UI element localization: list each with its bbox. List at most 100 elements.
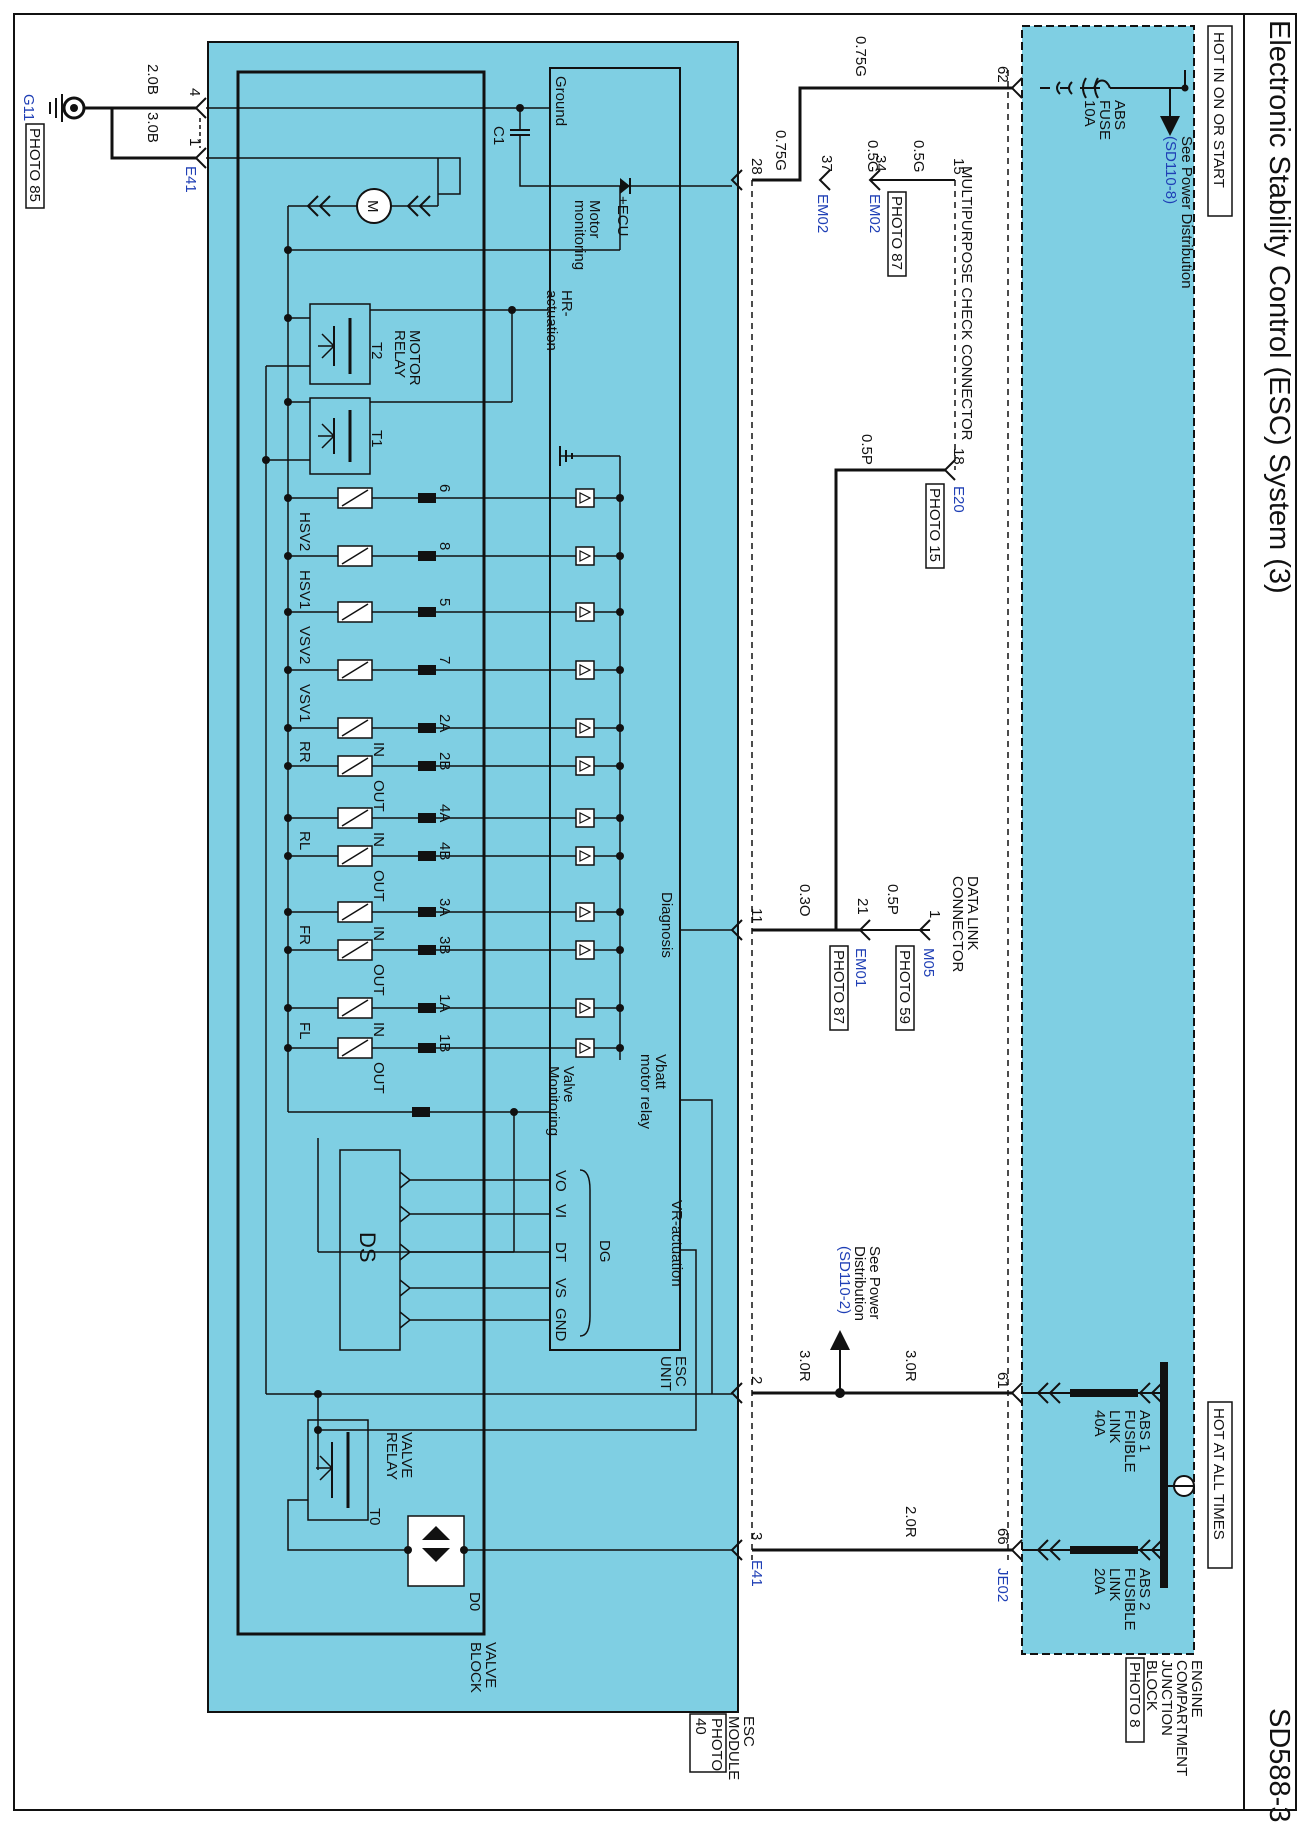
valve-pin-label: 6 [436,484,453,492]
junction-block-label-2: COMPARTMENT [1173,1660,1190,1776]
wire-label-30r-a: 3.0R [796,1350,813,1382]
valve-name-label: IN [370,832,387,847]
capacitor-c1-label: C1 [490,126,507,145]
ds-signal-lines [399,1171,550,1329]
diode-d0-icon [422,1526,450,1562]
esc-unit-label: ESC [672,1356,689,1387]
valve-name-label: VSV1 [296,684,313,722]
connector-terminal-icon [418,813,436,823]
wire-075g [752,86,1012,182]
wheel-label: RR [296,741,313,763]
e20-label: E20 [950,486,967,513]
em02-label: EM02 [814,194,831,233]
pin-4-terminal [194,97,207,119]
esc-module-photo-number: 40 [692,1718,709,1735]
connector-terminal-icon [418,1043,436,1053]
diagnosis-label: Diagnosis [658,892,675,958]
hot-on-start-label: HOT IN ON OR START [1210,32,1227,188]
valve-name-label: IN [370,926,387,941]
esc-module-label: ESC [740,1716,757,1747]
pin-1-m05-terminal [918,919,931,941]
valve-relay-t0 [307,1419,369,1521]
ds-signal-line [399,1205,550,1223]
valve-block-label-2: BLOCK [467,1642,484,1693]
dg-pin-gnd: GND [552,1308,569,1342]
wire-label-03o: 0.3O [796,884,813,917]
wire-label-20b: 2.0B [144,64,161,95]
motor-monitoring-label: Motor [586,200,603,238]
valve-name-label: OUT [370,870,387,902]
data-link-label-2: CONNECTOR [949,876,966,973]
esc-module [207,41,739,1713]
vbatt-label-2: motor relay [637,1054,654,1130]
abs-fuse-rating: 10A [1081,100,1098,127]
junction-block-label-1: ENGINE [1188,1660,1205,1718]
valve-pin-label: 2B [436,752,453,770]
connector-terminal-icon [418,665,436,675]
valve-pin-label: 4B [436,842,453,860]
dg-pin-vs: VS [552,1278,569,1298]
connector-terminal-icon [418,607,436,617]
esc-unit [549,67,681,1351]
wire-label-20r: 2.0R [902,1506,919,1538]
valve-name-label: OUT [370,780,387,812]
valve-name-label: HSV1 [296,570,313,609]
multipurpose-check-connector-label: MULTIPURPOSE CHECK CONNECTOR [958,166,975,441]
motor-relay-label: MOTOR [406,330,423,386]
pin-18: 18 [950,448,967,465]
esc-ground-label: Ground [552,76,569,126]
m05-photo: PHOTO 59 [896,950,913,1024]
dg-pin-vi: VI [552,1204,569,1218]
ds-signal-line [399,1171,550,1189]
valve-name-label: IN [370,1022,387,1037]
valve-relay-label: VALVE [398,1432,415,1478]
pin-37: 37 [818,155,835,172]
m05-label: M05 [920,948,937,977]
valve-pin-label: 7 [436,656,453,664]
valve-row: 4B OUT [284,842,624,902]
see-power-2-label: See Power [866,1246,883,1319]
dg-label: DG [596,1240,613,1263]
page-border [13,13,1297,1811]
pin-21: 21 [854,898,871,915]
pin-66: 66 [994,1528,1011,1545]
wheel-label: FR [296,925,313,945]
valve-row: 4A IN [284,804,624,847]
valve-row: 2B OUT [284,752,624,812]
pin-18-terminal [943,459,956,481]
esc-module-photo: PHOTO [708,1718,725,1771]
wire-label-05g-15: 0.5G [910,140,927,173]
page-code: SD588-3 [1263,1708,1295,1822]
hr-actuation-label-2: actuation [543,290,560,351]
pin-28: 28 [748,158,765,175]
g11-photo: PHOTO 85 [26,128,43,202]
valve-pin-label: 3B [436,936,453,954]
ds-signal-line [399,1279,550,1297]
hr-actuation-label: HR- [558,290,575,317]
pin-3: 3 [748,1532,765,1540]
valve-block-label: VALVE [482,1642,499,1688]
wire-30b [84,106,196,160]
valve-pin-label: 4A [436,804,453,822]
abs1-label: ABS 1 [1136,1410,1153,1453]
em01-photo: PHOTO 87 [830,950,847,1024]
junction-block-labels: HOT IN ON OR START HOT AT ALL TIMES [1207,25,1233,1569]
vr-actuation-label: VR-actuation [668,1200,685,1287]
pin-61-terminal [1010,1382,1023,1404]
pin-62: 62 [994,66,1011,83]
valve-name-label: OUT [370,964,387,996]
pin-4: 4 [186,88,203,96]
wire-label-075g-top: 0.75G [852,36,869,77]
pin-34-terminal [868,169,881,191]
see-power-2-label-2: Distribution [851,1246,868,1321]
valve-pin-label: 8 [436,542,453,550]
see-power-2-ref: (SD110-2) [836,1246,853,1314]
motor-monitoring-label-2: monitoring [571,200,588,270]
battery-bus-bar [1160,1362,1168,1588]
connector-terminal-icon [418,493,436,503]
